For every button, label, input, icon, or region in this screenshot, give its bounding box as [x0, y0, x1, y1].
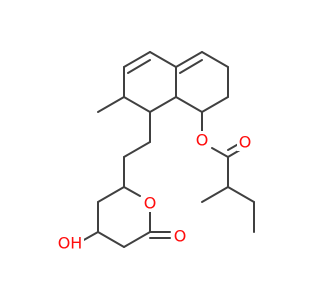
bond-c7-c8 [201, 96, 229, 113]
structure-canvas: O O O O OH [56, 51, 255, 253]
ester-carbonyl-oxygen-label: O [239, 133, 252, 152]
bond-c2lac-c3lac [123, 231, 151, 248]
bond-c5lac-c6lac [97, 186, 125, 203]
bond-o-ester-carbonyl [211, 147, 229, 158]
bond-c1-c2 [123, 51, 151, 68]
bond-c4-c4a [149, 96, 177, 113]
bond-c5-c6 [201, 51, 229, 68]
bond-c8a-c5 [175, 51, 203, 68]
bond-c4lac-oh [81, 231, 99, 242]
hydroxyl-label: OH [58, 234, 83, 253]
bond-c8a-c1 [149, 51, 177, 68]
bond-c3lac-c4lac [97, 231, 125, 248]
bond-c8-c4a [175, 96, 203, 113]
bond-calpha-ch2 [227, 186, 255, 203]
lactone-ring-oxygen-label: O [144, 194, 157, 213]
bond-c6lac-o-ring [123, 186, 141, 197]
bond-c1-c2-double [127, 59, 151, 74]
ester-oxygen-label: O [196, 131, 209, 150]
bond-c8a-c5-double [179, 59, 203, 74]
bond-c3-c4 [123, 96, 151, 113]
bond-linker1-linker2 [123, 141, 151, 158]
bond-c3-methyl [97, 96, 125, 113]
molecule-structure: O O O O OH [56, 51, 255, 253]
bond-calpha-methyl [201, 186, 229, 203]
lactone-carbonyl-oxygen-label: O [174, 227, 187, 246]
